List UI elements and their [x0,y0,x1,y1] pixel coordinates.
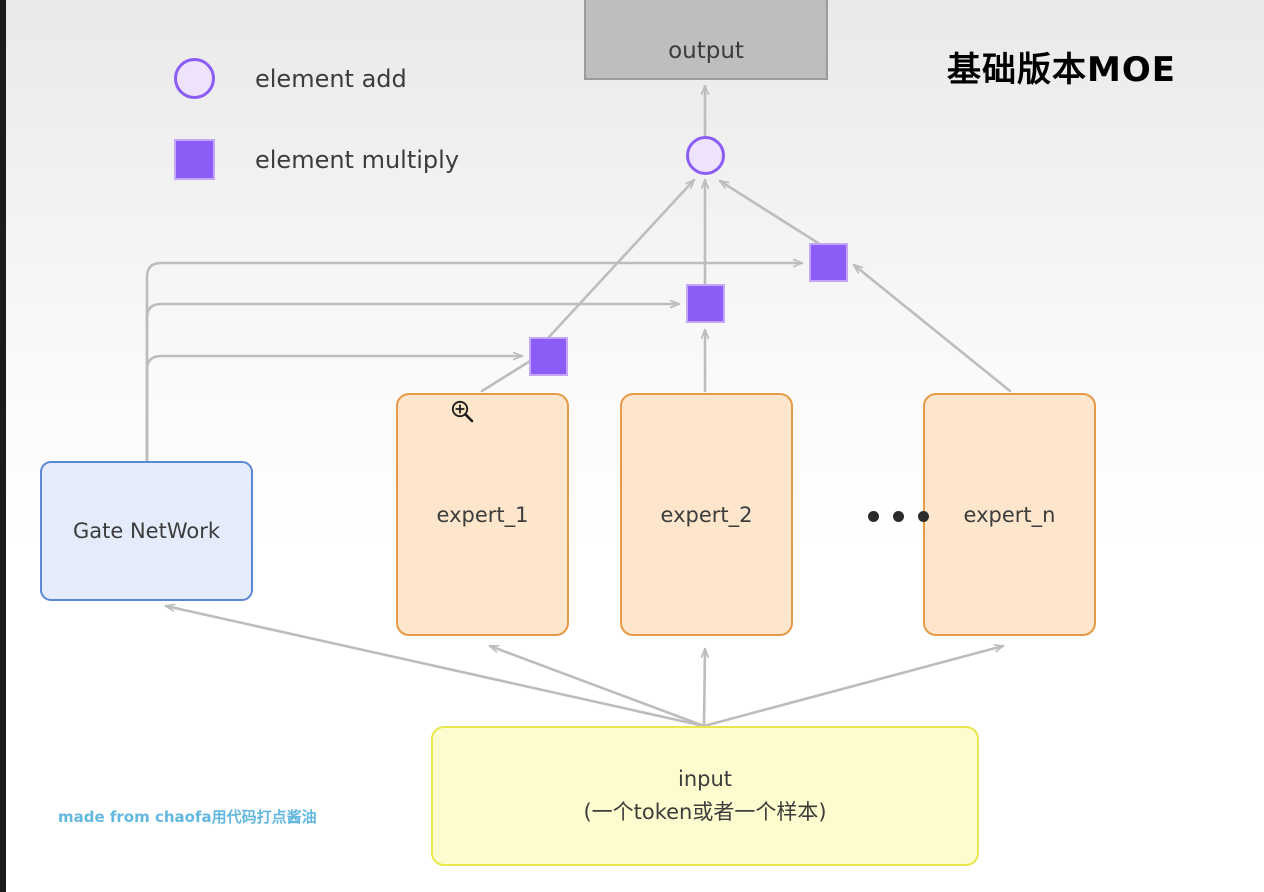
legend-label-element-add: element add [255,64,407,93]
element-add-node [686,136,725,175]
legend-label-element-multiply: element multiply [255,145,460,174]
circle-outline-icon [174,58,215,99]
diagram-title: 基础版本MOE [947,50,1176,90]
ellipsis-dot [893,511,904,522]
legend-item-element-multiply: element multiply [174,139,459,180]
output-label: output [668,38,744,64]
expert-box-1: expert_1 [396,393,569,636]
gate-network-box: Gate NetWork [40,461,253,601]
ellipsis-dot [918,511,929,522]
expert-box-2: expert_2 [620,393,793,636]
element-multiply-node-3 [809,243,848,282]
watermark-credit: made from chaofa用代码打点酱油 [58,808,317,826]
input-label-secondary: (一个token或者一个样本) [583,800,827,824]
filled-square-icon [174,139,215,180]
ellipsis-dots [868,511,929,522]
input-box: input (一个token或者一个样本) [431,726,979,866]
legend-item-element-add: element add [174,58,407,99]
ellipsis-dot [868,511,879,522]
expert-box-n: expert_n [923,393,1096,636]
element-multiply-node-2 [686,284,725,323]
gate-network-label: Gate NetWork [72,519,220,543]
edge-input-to-expert-1 [488,644,706,728]
expert-label-1: expert_1 [436,502,529,527]
element-multiply-node-1 [529,337,568,376]
input-label-primary: input [677,767,733,792]
edge-multiply-1-to-add [547,178,696,339]
expert-label-n: expert_n [963,502,1056,527]
edge-input-to-expert-n [702,646,1005,728]
edge-expert-n-to-multiply-3 [852,263,1012,393]
edge-input-to-expert-2 [704,647,705,728]
output-box: output [584,0,828,80]
edge-multiply-3-to-add [718,179,820,245]
expert-label-2: expert_2 [660,502,753,527]
